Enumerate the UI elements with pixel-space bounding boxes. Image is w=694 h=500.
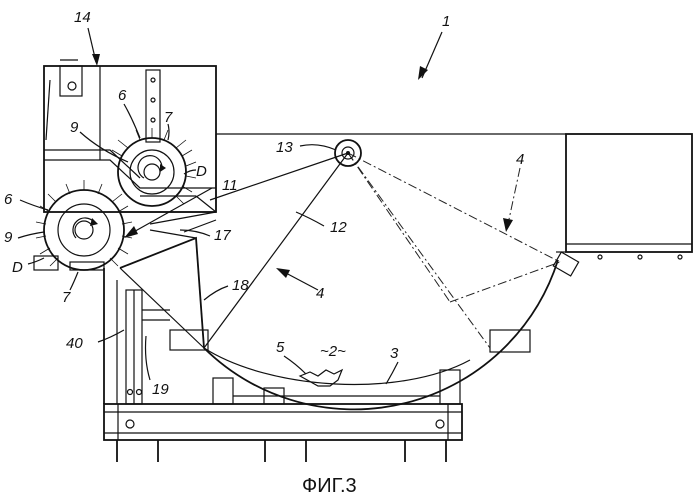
label-14: 14 [74,9,91,26]
label-18: 18 [232,277,249,294]
upper-roller [112,128,196,206]
label-4-middle: 4 [316,285,324,302]
label-3: 3 [390,345,399,362]
upper-housing [44,60,216,224]
label-9-upper: 9 [70,119,79,136]
label-9-lower: 9 [4,229,13,246]
label-6-lower: 6 [4,191,13,208]
trough [120,134,566,409]
label-7-upper: 7 [164,109,173,126]
label-11: 11 [222,177,238,194]
label-2: ~2~ [320,343,346,360]
label-D-upper: D [196,163,207,180]
label-19: 19 [152,381,169,398]
lower-roller [34,180,132,270]
label-5: 5 [276,339,285,356]
pivot-13 [335,140,361,166]
label-40: 40 [66,335,83,352]
label-4-right: 4 [516,151,524,168]
figure-caption: ФИГ.3 [302,475,357,497]
label-13: 13 [276,139,293,156]
label-17: 17 [214,227,231,244]
label-7-lower: 7 [62,289,71,306]
label-1: 1 [442,13,450,30]
label-12: 12 [330,219,347,236]
label-D-lower: D [12,259,23,276]
label-6-upper: 6 [118,87,127,104]
right-hopper [553,134,692,276]
